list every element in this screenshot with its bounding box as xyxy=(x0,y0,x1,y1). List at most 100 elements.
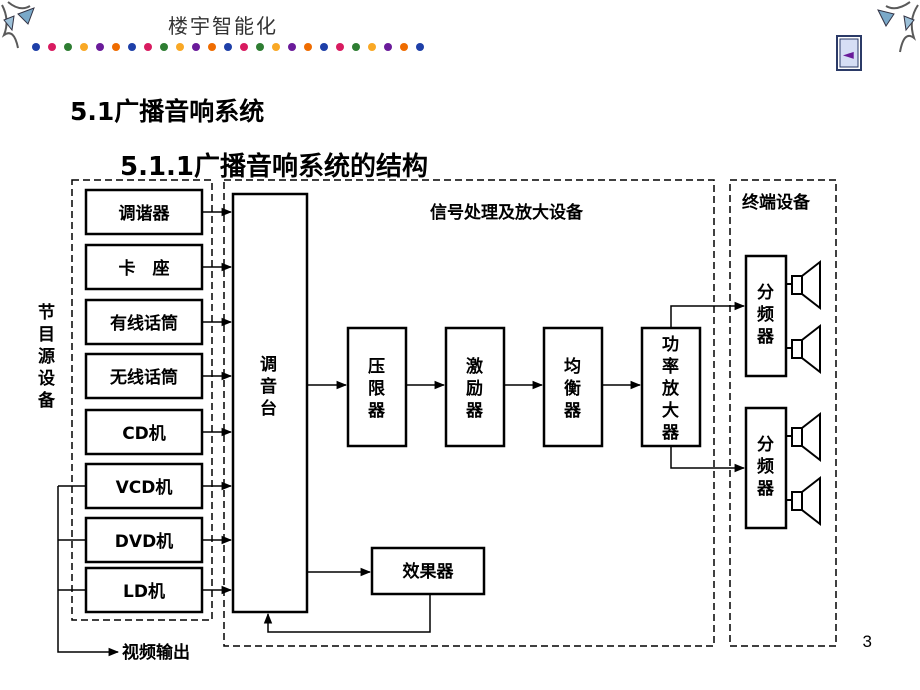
header-dot xyxy=(320,43,328,51)
svg-text:器: 器 xyxy=(367,401,386,421)
source-group-label: 节 目 源 设 备 xyxy=(37,302,56,411)
source-label: CD机 xyxy=(122,423,166,444)
speaker-icon xyxy=(786,475,821,527)
svg-text:台: 台 xyxy=(260,398,277,419)
svg-text:放: 放 xyxy=(661,378,680,399)
svg-text:衡: 衡 xyxy=(564,378,581,399)
header-dot xyxy=(224,43,232,51)
back-arrow-icon: ◄ xyxy=(843,47,854,63)
svg-text:器: 器 xyxy=(756,327,775,347)
source-label: DVD机 xyxy=(115,531,173,552)
mixer-box xyxy=(231,192,309,614)
svg-text:压: 压 xyxy=(368,357,385,377)
header-dot xyxy=(240,43,248,51)
header-dot xyxy=(176,43,184,51)
source-box xyxy=(84,243,204,291)
source-box xyxy=(84,516,204,564)
crossover-box-lower xyxy=(744,406,788,530)
mixer-label: 调 音 台 xyxy=(260,355,277,419)
page-number: 3 xyxy=(862,632,872,651)
header-dot xyxy=(32,43,40,51)
source-box xyxy=(84,298,204,346)
speaker-icon xyxy=(786,259,821,311)
source-box xyxy=(84,188,204,236)
amplifier-label: 功 率 放 大 器 xyxy=(661,335,680,443)
svg-text:激: 激 xyxy=(466,356,483,377)
chain-arrows xyxy=(307,301,746,473)
header-dot xyxy=(96,43,104,51)
header-dot xyxy=(272,43,280,51)
speaker-icon xyxy=(786,411,821,463)
svg-text:音: 音 xyxy=(260,376,277,397)
crossover-label-upper: 分 频 器 xyxy=(756,283,775,347)
source-label: VCD机 xyxy=(116,477,173,498)
svg-text:备: 备 xyxy=(37,390,56,411)
back-nav-button[interactable]: ◄ xyxy=(835,30,865,78)
header-dot xyxy=(192,43,200,51)
processing-group-label: 信号处理及放大设备 xyxy=(430,202,584,223)
header-dot xyxy=(416,43,424,51)
source-group-frame xyxy=(71,179,213,621)
equalizer-label: 均 衡 器 xyxy=(563,356,582,421)
video-output-label: 视频输出 xyxy=(122,642,190,663)
header-dot xyxy=(368,43,376,51)
source-box xyxy=(84,352,204,400)
effects-label: 效果器 xyxy=(403,561,455,582)
svg-text:频: 频 xyxy=(757,456,774,477)
svg-text:器: 器 xyxy=(756,479,775,499)
corner-ornament-right xyxy=(877,1,919,53)
header-dot xyxy=(112,43,120,51)
header-dot xyxy=(336,43,344,51)
header-title: 楼宇智能化 xyxy=(168,14,278,38)
svg-text:设: 设 xyxy=(38,369,55,389)
source-label: 调谐器 xyxy=(119,204,171,224)
svg-text:率: 率 xyxy=(662,356,679,377)
svg-text:器: 器 xyxy=(465,401,484,421)
svg-text:器: 器 xyxy=(563,401,582,421)
svg-text:均: 均 xyxy=(564,356,581,377)
compressor-box xyxy=(346,326,408,448)
effects-box xyxy=(370,546,486,596)
header-dot xyxy=(352,43,360,51)
header-dot xyxy=(128,43,136,51)
slide-title: 5.1广播音响系统 xyxy=(70,97,265,126)
source-label: LD机 xyxy=(123,581,165,602)
source-box xyxy=(84,462,204,510)
video-output-lines xyxy=(57,485,120,657)
svg-text:源: 源 xyxy=(38,346,55,367)
compressor-label: 压 限 器 xyxy=(367,357,386,421)
svg-text:调: 调 xyxy=(260,355,277,375)
header-dot xyxy=(80,43,88,51)
svg-text:限: 限 xyxy=(368,379,385,399)
source-label: 无线话筒 xyxy=(109,367,178,388)
header-dot xyxy=(160,43,168,51)
effects-loop-arrows xyxy=(263,567,431,633)
slide-subtitle: 5.1.1广播音响系统的结构 xyxy=(120,152,429,182)
source-list: 调谐器 卡 座 有线话筒 无线话筒 CD机 VCD机 DVD机 LD机 xyxy=(84,188,204,614)
header-dot xyxy=(256,43,264,51)
svg-text:器: 器 xyxy=(661,423,680,443)
crossover-label-lower: 分 频 器 xyxy=(756,435,775,499)
svg-text:大: 大 xyxy=(662,400,679,421)
corner-ornament-left xyxy=(1,1,35,49)
svg-text:频: 频 xyxy=(757,304,774,325)
header-dot xyxy=(384,43,392,51)
svg-text:节: 节 xyxy=(38,302,55,323)
svg-text:分: 分 xyxy=(757,435,774,455)
source-label: 卡 座 xyxy=(119,258,170,279)
speaker-icon xyxy=(786,323,821,375)
processing-group-frame xyxy=(223,179,715,647)
header-dots xyxy=(32,43,424,51)
svg-text:目: 目 xyxy=(38,325,55,345)
equalizer-box xyxy=(542,326,604,448)
crossover-box-upper xyxy=(744,254,788,378)
header-dot xyxy=(144,43,152,51)
header-dot xyxy=(208,43,216,51)
exciter-box xyxy=(444,326,506,448)
header-dot xyxy=(288,43,296,51)
header-dot xyxy=(64,43,72,51)
svg-text:分: 分 xyxy=(757,283,774,303)
source-arrows xyxy=(202,207,233,595)
header-dot xyxy=(48,43,56,51)
